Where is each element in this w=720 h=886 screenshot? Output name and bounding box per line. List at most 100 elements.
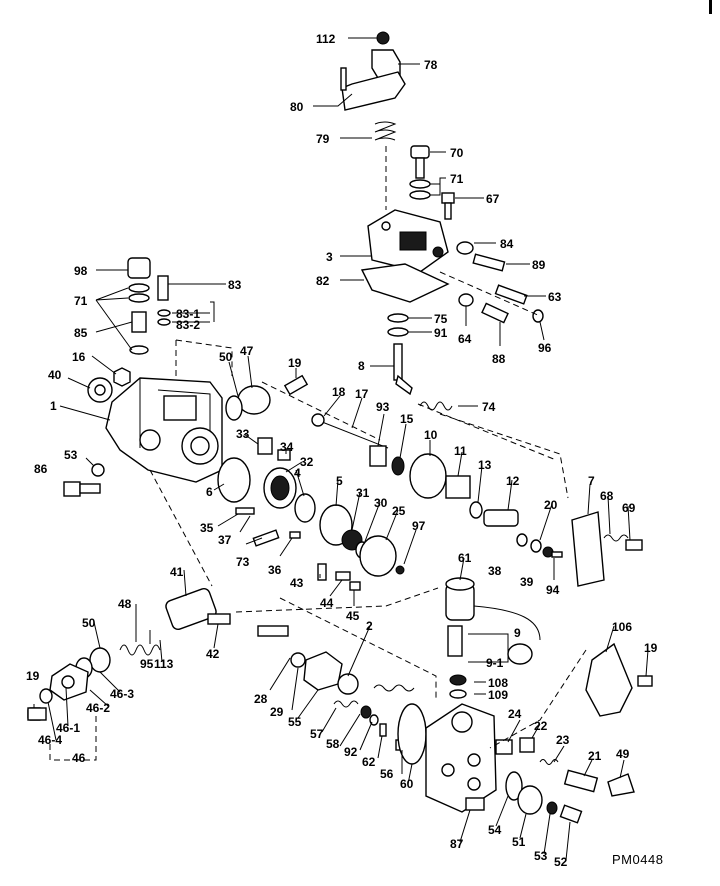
callout-96: 96	[538, 341, 552, 355]
callout-21: 21	[588, 749, 602, 763]
callout-8: 8	[358, 359, 365, 373]
pump-housing-1	[105, 377, 223, 483]
callout-12: 12	[506, 474, 520, 488]
callout-63: 63	[548, 290, 562, 304]
part-11	[445, 475, 471, 499]
page-edge-mark	[709, 0, 712, 14]
sleeve-2	[337, 673, 359, 695]
callout-5: 5	[336, 474, 343, 488]
holder-21	[563, 769, 599, 793]
bolt-73	[252, 529, 280, 547]
callout-25: 25	[392, 504, 406, 518]
spring-57	[333, 700, 359, 708]
washer-15	[391, 456, 405, 476]
part-44	[335, 571, 351, 581]
callout-35: 35	[200, 521, 214, 535]
advance-piston-group	[27, 644, 161, 721]
leader-lines	[33, 37, 649, 861]
callout-22: 22	[534, 719, 548, 733]
callout-36: 36	[268, 563, 282, 577]
callout-2: 2	[366, 619, 373, 633]
holder-52	[559, 804, 583, 824]
callout-46: 46	[72, 751, 86, 765]
spring-74	[419, 401, 453, 411]
callout-23: 23	[556, 733, 570, 747]
callout-13: 13	[478, 458, 492, 472]
callout-93: 93	[376, 400, 390, 414]
clip-49	[607, 773, 635, 797]
callout-31: 31	[356, 486, 370, 500]
callout-10: 10	[424, 428, 438, 442]
cover-side-hardware	[456, 241, 544, 324]
callout-46-3: 46-3	[110, 687, 134, 701]
callout-83: 83	[228, 278, 242, 292]
part-45	[349, 581, 361, 591]
o-ring-91	[387, 327, 409, 337]
callout-11: 11	[454, 444, 467, 458]
spring-68	[603, 534, 629, 542]
callout-28: 28	[254, 692, 268, 706]
gasket-50	[225, 395, 243, 421]
callout-84: 84	[500, 237, 514, 251]
callout-15: 15	[400, 412, 414, 426]
callout-106: 106	[612, 620, 632, 634]
callout-48: 48	[118, 597, 132, 611]
pin-43	[317, 563, 327, 581]
ring-109	[449, 689, 467, 699]
callout-94: 94	[546, 583, 560, 597]
ring-38	[516, 533, 528, 547]
callout-70: 70	[450, 146, 464, 160]
pin-94	[551, 551, 563, 558]
callout-39: 39	[520, 575, 534, 589]
bolt-87	[465, 797, 485, 811]
ring-58	[360, 705, 372, 719]
callout-73: 73	[236, 555, 250, 569]
callout-3: 3	[326, 250, 333, 264]
callout-19-right: 19	[644, 641, 658, 655]
callout-112: 112	[316, 32, 336, 46]
callout-88: 88	[492, 352, 506, 366]
page-code: PM0448	[612, 852, 664, 867]
callout-4: 4	[294, 466, 301, 480]
callout-89: 89	[532, 258, 546, 272]
ring-108	[449, 674, 467, 686]
bolt-69	[625, 539, 643, 551]
cover-47	[237, 385, 271, 415]
callout-30: 30	[374, 496, 388, 510]
callout-78: 78	[424, 58, 438, 72]
gasket-82	[360, 263, 450, 303]
callout-17: 17	[355, 387, 369, 401]
callout-41: 41	[170, 565, 184, 579]
callout-45: 45	[346, 609, 360, 623]
callout-79: 79	[316, 132, 330, 146]
callout-83-2: 83-2	[176, 318, 200, 332]
gear-32-teeth	[270, 475, 290, 501]
callout-53-bottom: 53	[534, 849, 548, 863]
governor-cover-3	[367, 209, 449, 273]
callout-38: 38	[488, 564, 502, 578]
pin-62	[379, 723, 387, 737]
callout-87: 87	[450, 837, 464, 851]
callout-91: 91	[434, 326, 448, 340]
callout-6: 6	[206, 485, 213, 499]
callout-52: 52	[554, 855, 568, 869]
callout-62: 62	[362, 755, 376, 769]
shaft-12	[483, 509, 519, 527]
callout-29: 29	[270, 705, 284, 719]
pin-42	[207, 613, 231, 625]
assembly-lines	[49, 146, 587, 761]
bolt-19-left	[27, 707, 47, 721]
ring-13	[469, 501, 483, 519]
callout-43: 43	[290, 576, 304, 590]
callout-34: 34	[280, 440, 294, 454]
solenoid-61	[445, 577, 541, 665]
callout-56: 56	[380, 767, 394, 781]
pin-36	[289, 531, 301, 539]
callout-61: 61	[458, 551, 472, 565]
callout-50-left: 50	[82, 616, 96, 630]
callout-69: 69	[622, 501, 636, 515]
callout-49: 49	[616, 747, 630, 761]
callout-18: 18	[332, 385, 346, 399]
callout-9-1: 9-1	[486, 656, 504, 670]
callout-7: 7	[588, 474, 595, 488]
